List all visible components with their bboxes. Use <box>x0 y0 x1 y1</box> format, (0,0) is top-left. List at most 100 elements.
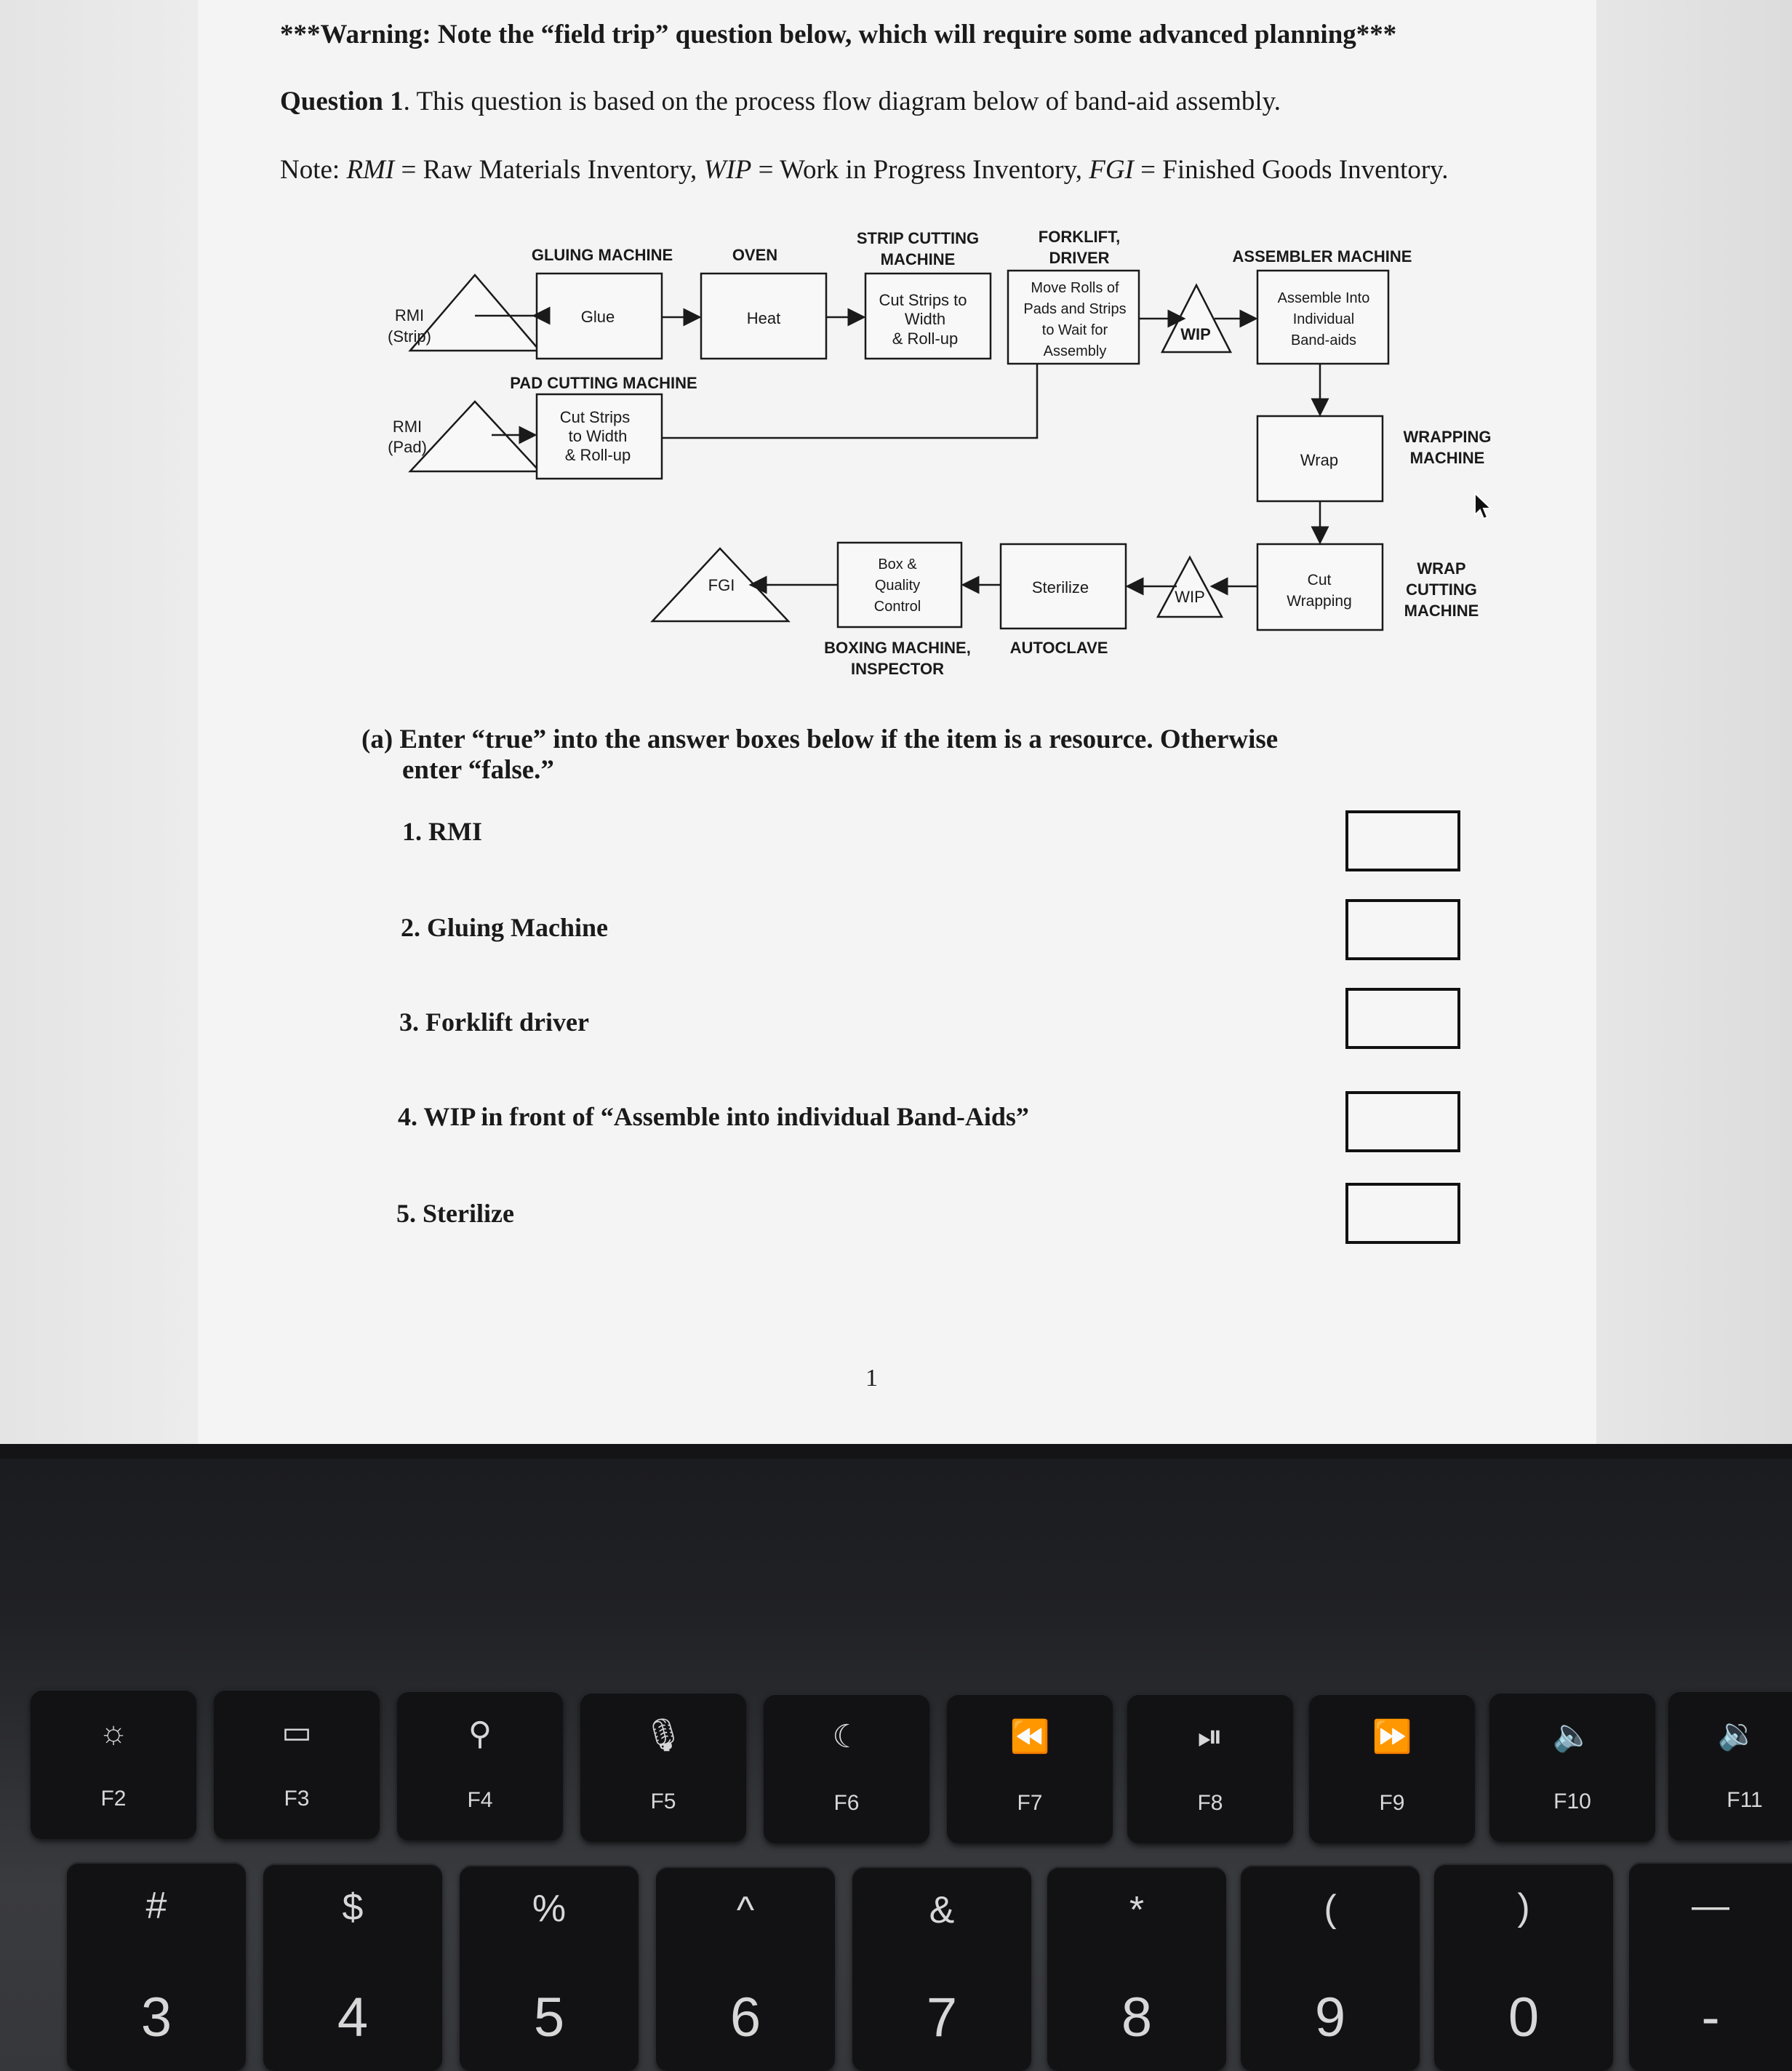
note-fgi-def: = Finished Goods Inventory. <box>1133 155 1449 185</box>
key-0[interactable]: ) 0 <box>1434 1864 1613 2071</box>
note-line: Note: RMI = Raw Materials Inventory, WIP… <box>280 154 1449 185</box>
move-rolls-label-2: Pads and Strips <box>1023 301 1126 317</box>
key-f4[interactable]: ⚲ F4 <box>397 1691 563 1840</box>
item-1-label: 1. RMI <box>402 817 482 846</box>
note-rmi-def: = Raw Materials Inventory, <box>394 155 704 185</box>
key-f10[interactable]: 🔈 F10 <box>1489 1692 1655 1842</box>
cut-strips-label-2: Width <box>905 310 945 328</box>
key-9-digit: 9 <box>1314 1987 1346 2048</box>
label-strip-cutting-1: STRIP CUTTING <box>857 229 979 247</box>
key-f5-label: F5 <box>650 1789 676 1813</box>
move-rolls-box <box>1007 269 1140 365</box>
move-rolls-label-1: Move Rolls of <box>1031 280 1119 296</box>
wip-2-label: WIP <box>1175 588 1205 606</box>
key-5-shift: % <box>532 1888 567 1930</box>
brightness-icon: ☼ <box>98 1715 129 1750</box>
pad-cut-label-2: to Width <box>569 427 628 445</box>
key-4-shift: $ <box>342 1886 364 1928</box>
heat-label: Heat <box>747 309 780 327</box>
key-minus[interactable]: — - <box>1629 1862 1792 2071</box>
key-f2-label: F2 <box>100 1787 127 1811</box>
moon-icon: ☾ <box>832 1719 861 1755</box>
key-f11[interactable]: 🔉 F11 <box>1668 1691 1792 1840</box>
label-autoclave: AUTOCLAVE <box>1010 639 1108 657</box>
key-4[interactable]: $ 4 <box>263 1864 442 2071</box>
answer-box-2[interactable] <box>1345 899 1460 960</box>
mouse-pointer-icon <box>1474 492 1492 520</box>
key-5[interactable]: % 5 <box>460 1865 639 2071</box>
part-a-instructions: (a) Enter “true” into the answer boxes b… <box>361 725 1278 786</box>
question-title: Question 1 <box>280 87 404 116</box>
key-0-digit: 0 <box>1508 1987 1540 2048</box>
key-5-digit: 5 <box>533 1987 565 2048</box>
label-wrapping-2: MACHINE <box>1410 449 1485 467</box>
screen-bezel-right <box>1596 0 1792 1444</box>
key-7-shift: & <box>929 1889 955 1931</box>
answer-box-1[interactable] <box>1345 810 1460 871</box>
label-boxing-1: BOXING MACHINE, <box>824 639 971 657</box>
fast-forward-icon: ⏩ <box>1372 1719 1412 1755</box>
box-qc-label-1: Box & <box>878 556 917 572</box>
key-f5[interactable]: 🎙 F5 <box>580 1692 746 1842</box>
key-6-shift: ^ <box>736 1889 755 1931</box>
heat-box <box>700 272 828 360</box>
move-rolls-label-3: to Wait for <box>1042 322 1108 338</box>
answer-box-5[interactable] <box>1345 1183 1460 1244</box>
key-6-digit: 6 <box>729 1987 761 2048</box>
wrap-label: Wrap <box>1300 451 1338 469</box>
process-flow-diagram: GLUING MACHINE OVEN STRIP CUTTING MACHIN… <box>388 228 1492 678</box>
sterilize-label: Sterilize <box>1032 578 1089 596</box>
note-rmi: RMI <box>346 155 395 185</box>
label-forklift-2: DRIVER <box>1049 249 1109 267</box>
label-forklift-1: FORKLIFT, <box>1039 228 1120 246</box>
assemble-box <box>1256 269 1390 365</box>
key-f8-label: F8 <box>1197 1791 1223 1815</box>
box-qc-label-3: Control <box>874 599 921 615</box>
item-3-label: 3. Forklift driver <box>399 1007 589 1037</box>
key-3-shift: # <box>145 1885 167 1927</box>
rmi-pad-label-1: RMI <box>393 418 422 436</box>
key-3[interactable]: # 3 <box>67 1862 246 2071</box>
cut-strips-label-1: Cut Strips to <box>879 291 967 309</box>
search-icon: ⚲ <box>468 1716 492 1752</box>
key-7[interactable]: & 7 <box>852 1867 1031 2071</box>
pad-cut-label-3: & Roll-up <box>565 446 631 464</box>
mute-icon: 🔈 <box>1552 1717 1593 1753</box>
rmi-strip-label-2: (Strip) <box>388 327 431 346</box>
note-wip: WIP <box>703 155 752 185</box>
microphone-icon: 🎙 <box>643 1717 684 1753</box>
flow-pad-move <box>662 364 1039 439</box>
screen-bottom-edge <box>0 1444 1792 1459</box>
label-pad-cutting-machine: PAD CUTTING MACHINE <box>510 374 697 392</box>
wip-1-label: WIP <box>1180 325 1211 343</box>
note-prefix: Note: <box>280 155 347 185</box>
cut-wrap-label-1: Cut <box>1308 572 1332 588</box>
label-boxing-2: INSPECTOR <box>851 660 944 678</box>
sterilize-box <box>999 543 1127 630</box>
key-f7[interactable]: ⏪ F7 <box>947 1693 1113 1843</box>
key-6[interactable]: ^ 6 <box>656 1867 835 2071</box>
label-strip-cutting-2: MACHINE <box>881 250 956 268</box>
key-f6[interactable]: ☾ F6 <box>764 1693 929 1843</box>
volume-down-icon: 🔉 <box>1717 1716 1758 1752</box>
key-f8[interactable]: ⏯ F8 <box>1127 1693 1293 1843</box>
label-oven: OVEN <box>732 246 777 264</box>
screen-bezel-left <box>0 0 198 1444</box>
key-7-digit: 7 <box>926 1987 958 2048</box>
key-f11-label: F11 <box>1727 1788 1763 1812</box>
key-f9[interactable]: ⏩ F9 <box>1309 1693 1475 1843</box>
key-9[interactable]: ( 9 <box>1241 1865 1420 2071</box>
key-f2[interactable]: ☼ F2 <box>31 1689 196 1839</box>
label-gluing-machine: GLUING MACHINE <box>532 246 673 264</box>
label-wrapping-1: WRAPPING <box>1404 428 1492 446</box>
answer-box-3[interactable] <box>1345 988 1460 1049</box>
rewind-icon: ⏪ <box>1009 1719 1050 1755</box>
answer-box-4[interactable] <box>1345 1091 1460 1152</box>
key-8-digit: 8 <box>1121 1987 1153 2048</box>
key-8[interactable]: * 8 <box>1047 1867 1226 2071</box>
key-f3[interactable]: ▭ F3 <box>214 1689 380 1839</box>
question-1: Question 1. This question is based on th… <box>280 86 1281 117</box>
assemble-label-3: Band-aids <box>1291 332 1356 348</box>
box-qc-box <box>836 541 963 629</box>
label-wrap-cutting-1: WRAP <box>1417 559 1465 578</box>
